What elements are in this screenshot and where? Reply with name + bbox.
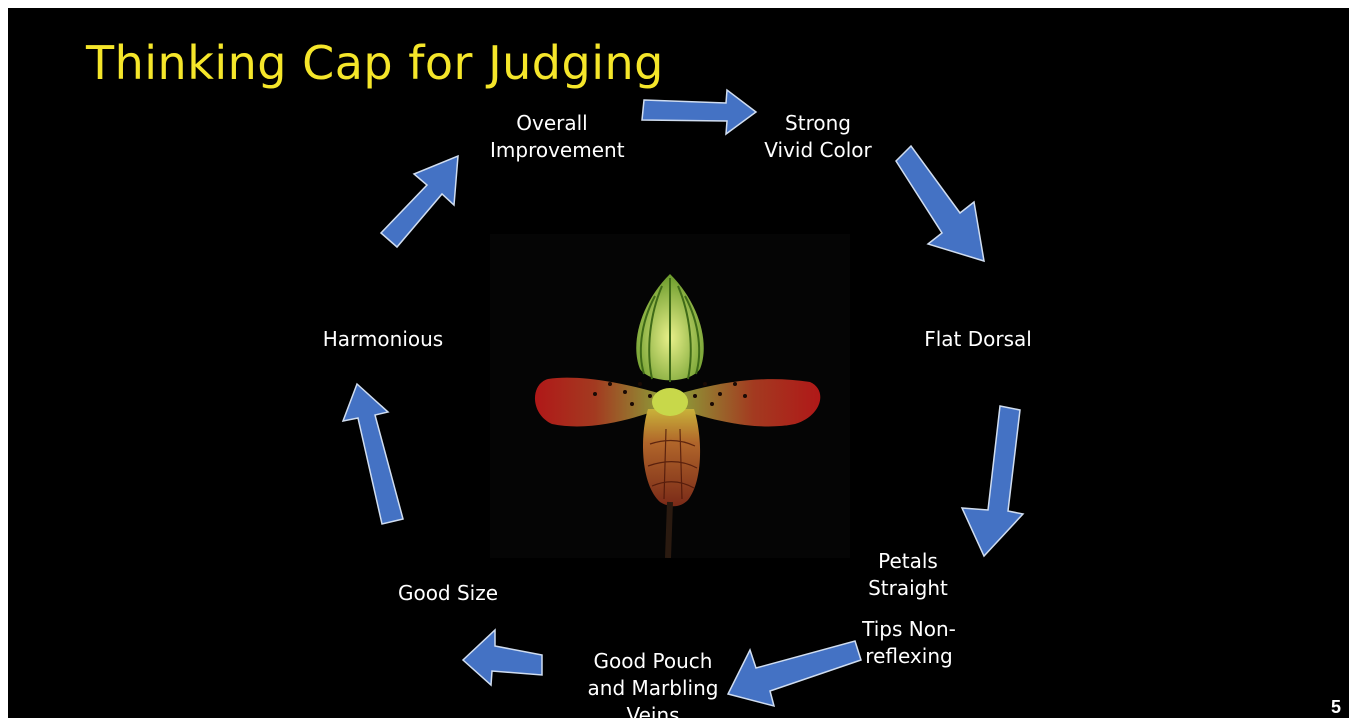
cycle-arrow-3 bbox=[962, 406, 1023, 556]
label-overall-improvement: Overall Improvement bbox=[490, 110, 614, 164]
label-tips-non-reflexing: Tips Non- reflexing bbox=[846, 616, 972, 670]
label-strong-vivid-color: Strong Vivid Color bbox=[754, 110, 882, 164]
slide: Thinking Cap for Judging bbox=[8, 8, 1349, 718]
cycle-arrow-2 bbox=[896, 146, 984, 261]
label-petals-straight: Petals Straight bbox=[853, 548, 963, 602]
label-harmonious: Harmonious bbox=[318, 326, 448, 353]
label-flat-dorsal: Flat Dorsal bbox=[913, 326, 1043, 353]
cycle-arrow-1 bbox=[642, 90, 756, 134]
page-number: 5 bbox=[1331, 697, 1341, 718]
cycle-arrows bbox=[8, 8, 1349, 718]
label-good-pouch: Good Pouch and Marbling Veins bbox=[576, 648, 730, 718]
cycle-arrow-7 bbox=[381, 156, 458, 247]
label-good-size: Good Size bbox=[390, 580, 506, 607]
cycle-arrow-4 bbox=[728, 641, 861, 706]
cycle-arrow-6 bbox=[343, 384, 403, 524]
cycle-arrow-5 bbox=[463, 630, 542, 685]
